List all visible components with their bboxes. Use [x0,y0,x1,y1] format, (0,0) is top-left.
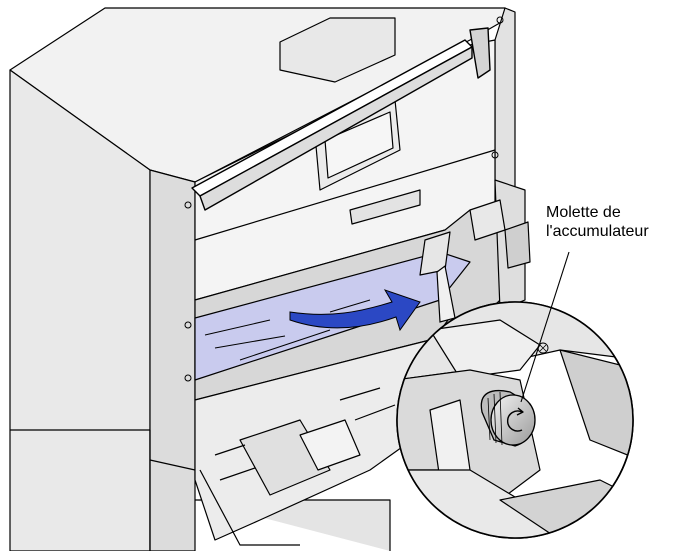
screw-markers [184,16,504,382]
callout-leader-line [520,251,570,403]
printer-right-mechanics [469,179,531,311]
lower-access-door [194,329,471,546]
rotary-knob-icon [506,407,524,432]
printer-top-housing [9,7,516,211]
fuser-unit [194,39,496,301]
accumulator-knob-label: Molette de l'accumulateur [546,203,691,241]
callout-label-line-2: l'accumulateur [546,223,649,240]
access-cover-rail [191,27,491,211]
accumulator-knob [480,389,536,447]
pull-direction-arrow [289,289,421,332]
callout-label-line-1: Molette de [546,204,621,221]
